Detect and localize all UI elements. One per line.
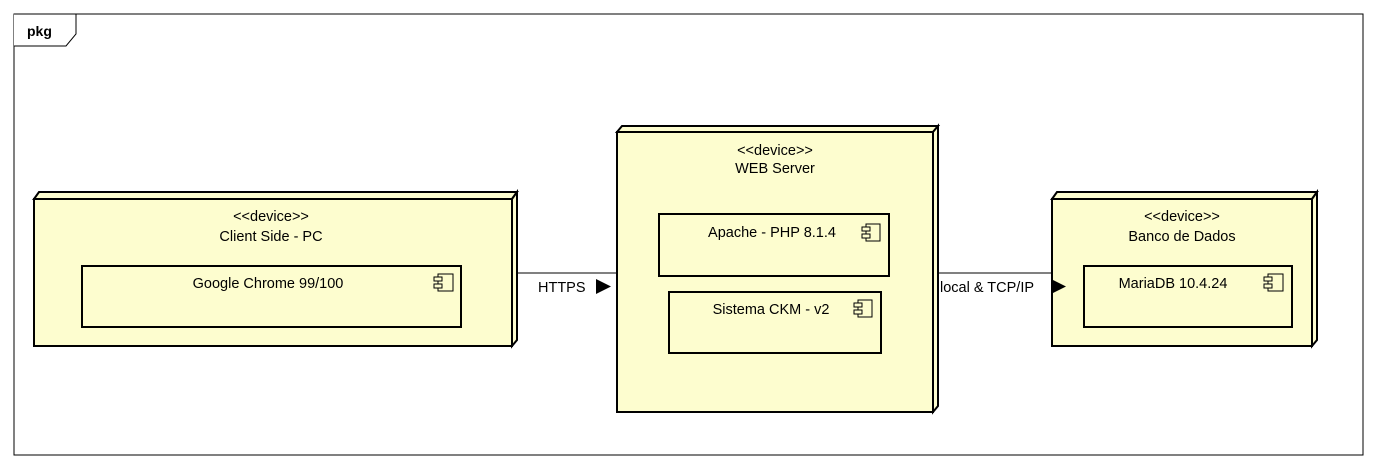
component-label: Google Chrome 99/100 <box>193 276 344 292</box>
component-apache-php[interactable]: Apache - PHP 8.1.4 <box>658 213 890 277</box>
node-name: WEB Server <box>735 161 815 177</box>
component-label: Apache - PHP 8.1.4 <box>708 225 836 241</box>
component-box <box>81 265 462 328</box>
component-icon <box>433 273 454 292</box>
node-stereotype: <<device>> <box>233 209 309 225</box>
package-label: pkg <box>27 23 52 39</box>
connector-label-https: HTTPS <box>538 280 586 296</box>
node-top-face <box>32 191 519 200</box>
node-top-face <box>1050 191 1319 200</box>
component-mariadb[interactable]: MariaDB 10.4.24 <box>1083 265 1293 328</box>
component-box <box>1083 265 1293 328</box>
connector-label-local-tcpip: local & TCP/IP <box>940 280 1034 296</box>
node-client-side[interactable]: <<device>> Client Side - PC Google Chrom… <box>32 188 519 349</box>
component-icon <box>861 223 881 242</box>
component-label: MariaDB 10.4.24 <box>1119 276 1228 292</box>
component-sistema-ckm[interactable]: Sistema CKM - v2 <box>668 291 882 354</box>
component-label: Sistema CKM - v2 <box>713 302 830 318</box>
node-web-server[interactable]: <<device>> WEB Server Apache - PHP 8.1.4… <box>614 123 941 415</box>
arrowhead-icon <box>1051 279 1066 294</box>
node-stereotype: <<device>> <box>737 143 813 159</box>
package-frame <box>13 13 1364 456</box>
arrowhead-icon <box>596 279 611 294</box>
component-icon <box>853 299 873 318</box>
component-box <box>668 291 882 354</box>
node-name: Client Side - PC <box>219 229 322 245</box>
component-google-chrome[interactable]: Google Chrome 99/100 <box>81 265 462 328</box>
node-banco-de-dados[interactable]: <<device>> Banco de Dados MariaDB 10.4.2… <box>1050 188 1319 349</box>
node-name: Banco de Dados <box>1128 229 1235 245</box>
package-tab <box>14 13 77 47</box>
component-icon <box>1263 273 1284 292</box>
node-stereotype: <<device>> <box>1144 209 1220 225</box>
component-box <box>658 213 890 277</box>
